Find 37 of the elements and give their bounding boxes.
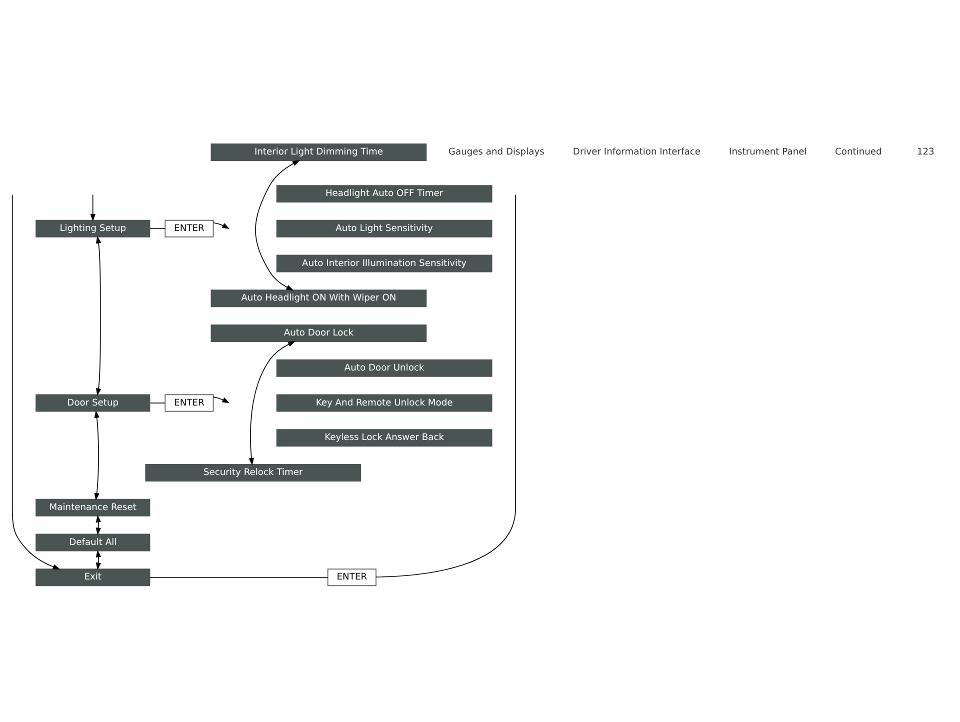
connector [150, 402, 166, 403]
node-box: Lighting Setup [36, 219, 150, 237]
connector [150, 228, 166, 229]
node-box: Auto Door Unlock [276, 358, 492, 376]
arrow [96, 549, 102, 570]
arrow [213, 396, 230, 403]
arrow [12, 194, 60, 569]
arrow [255, 160, 300, 290]
arrow [213, 222, 230, 228]
node-box: Keyless Lock Answer Back [276, 428, 492, 446]
connector [149, 576, 328, 578]
node-box: Headlight Auto OFF Timer [276, 184, 492, 202]
node-box: Auto Headlight ON With Wiper ON [210, 289, 427, 307]
label: 123 [916, 147, 934, 158]
label: Continued [834, 147, 882, 158]
node-box: Auto Interior Illumination Sensitivity [276, 254, 492, 272]
node-box: ENTER [164, 219, 214, 237]
node-box: Key And Remote Unlock Mode [276, 394, 492, 412]
arrow [96, 514, 102, 535]
arrow [248, 340, 296, 466]
node-box: ENTER [327, 568, 376, 586]
connector [376, 194, 516, 577]
node-box: Interior Light Dimming Time [210, 143, 427, 160]
node-box: ENTER [164, 394, 214, 412]
arrow [90, 194, 96, 221]
node-box: Default All [36, 533, 150, 551]
node-box: Security Relock Timer [145, 464, 362, 481]
label: Instrument Panel [729, 147, 807, 158]
label: Driver Information Interface [572, 147, 700, 158]
node-box: Maintenance Reset [36, 498, 150, 516]
arrow [96, 235, 102, 396]
node-box: Auto Light Sensitivity [276, 219, 492, 237]
node-box: Exit [36, 568, 150, 586]
arrow [94, 410, 100, 500]
node-box: Auto Door Lock [210, 324, 427, 342]
label: Gauges and Displays [448, 147, 544, 158]
node-box: Door Setup [36, 394, 150, 412]
